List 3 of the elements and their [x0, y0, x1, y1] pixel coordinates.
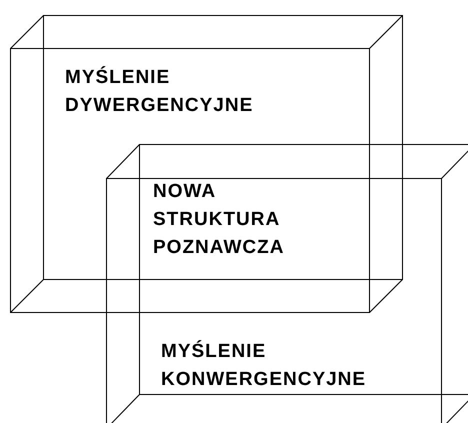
box-title: MYŚLENIE DYWERGENCYJNE: [65, 65, 254, 118]
box-title: MYŚLENIE KONWERGENCYJNE: [161, 339, 366, 392]
overlap-label: NOWA STRUKTURA POZNAWCZA: [153, 180, 284, 260]
